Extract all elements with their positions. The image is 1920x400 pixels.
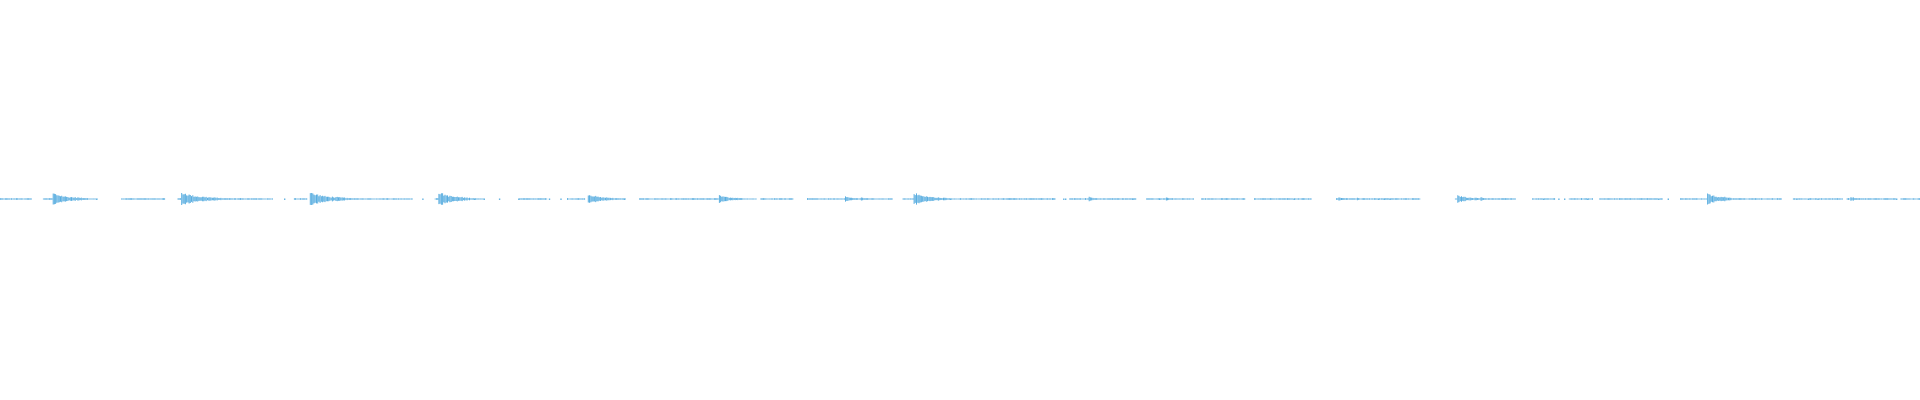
waveform-sample-dot bbox=[548, 198, 551, 200]
waveform-sample-dot bbox=[1564, 198, 1566, 200]
waveform-sample-dot bbox=[949, 198, 952, 200]
waveform-sample-dot bbox=[518, 198, 520, 200]
waveform-sample-dot bbox=[1063, 198, 1065, 200]
waveform-sample-dot bbox=[1896, 198, 1898, 200]
waveform-sample-dot bbox=[474, 198, 476, 200]
waveform-sample-dot bbox=[1658, 198, 1660, 200]
waveform-sample-dot bbox=[1166, 198, 1169, 200]
waveform-sample-dot bbox=[1377, 198, 1380, 200]
waveform-sample-dot bbox=[1817, 198, 1819, 200]
waveform-sample-dot bbox=[284, 198, 286, 200]
waveform-sample-dot bbox=[1667, 198, 1669, 200]
waveform-sample-dot bbox=[483, 198, 485, 200]
waveform-sample-dot bbox=[560, 198, 562, 200]
waveform-sample-dot bbox=[1587, 198, 1589, 200]
waveform-sample-dot bbox=[1807, 198, 1810, 200]
waveform-sample-dot bbox=[1065, 198, 1067, 200]
waveform-sample-dot bbox=[1796, 198, 1798, 200]
waveform-sample-dot bbox=[96, 198, 98, 200]
waveform-sample-dot bbox=[1159, 198, 1161, 200]
waveform-sample-dot bbox=[1542, 198, 1545, 200]
waveform-sample-dot bbox=[422, 198, 424, 200]
waveform-sample-dot bbox=[498, 198, 501, 200]
waveform-sample-dot bbox=[1293, 198, 1295, 200]
waveform-trace bbox=[0, 193, 1920, 205]
waveform-sample-dot bbox=[1389, 198, 1391, 200]
waveform-sample-dot bbox=[623, 198, 626, 200]
waveform-sample-dot bbox=[1383, 198, 1385, 200]
waveform-sample-dot bbox=[1558, 198, 1560, 200]
waveform-sample-dot bbox=[1132, 198, 1134, 200]
